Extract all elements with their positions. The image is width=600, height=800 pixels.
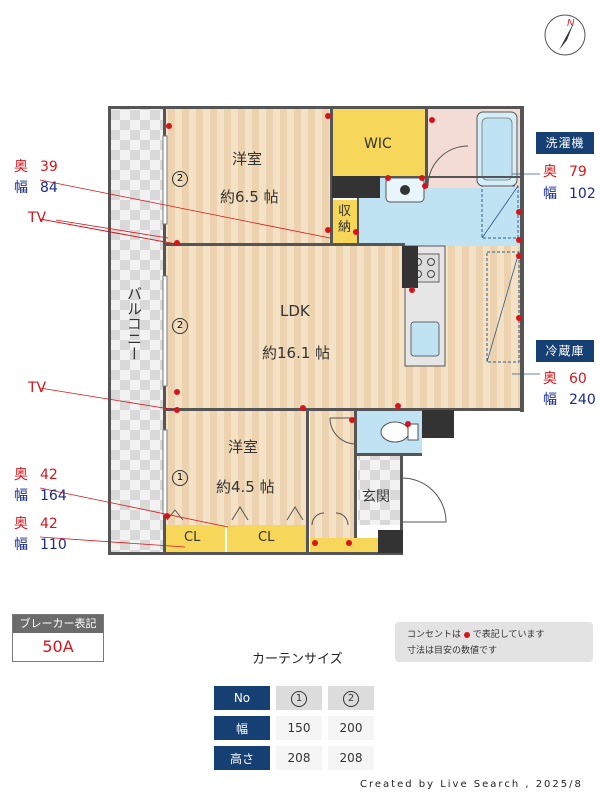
toilet xyxy=(380,421,410,443)
western-room-2-name: 洋室 xyxy=(228,438,259,456)
curtain-height-2: 208 xyxy=(328,746,374,770)
breaker-value: 50A xyxy=(42,637,74,656)
western-room-2-size: 約4.5 帖 xyxy=(216,478,275,496)
note-line1-post: で表記しています xyxy=(472,630,545,640)
window-number-2: 2 xyxy=(172,318,188,334)
closet-b-floor xyxy=(227,525,308,553)
closet-a-label: CL xyxy=(184,530,201,545)
western-room-1-size: 約6.5 帖 xyxy=(220,188,279,206)
outlet-dot-icon xyxy=(463,631,470,638)
ldk-name: LDK xyxy=(280,302,310,320)
closet-a-floor xyxy=(165,525,225,553)
curtain-width-label: 幅 xyxy=(214,716,270,740)
western-room-1-name: 洋室 xyxy=(232,150,263,168)
entrance-label: 玄関 xyxy=(362,489,390,505)
western-room-2-floor xyxy=(165,410,308,525)
curtain-width-1: 150 xyxy=(276,716,322,740)
note-line1-pre: コンセントは xyxy=(407,630,462,640)
washer-tag: 洗濯機 xyxy=(536,132,594,154)
curtain-width-2: 200 xyxy=(328,716,374,740)
tv-label-2: TV xyxy=(28,380,47,396)
fridge-tag: 冷蔵庫 xyxy=(536,340,594,362)
breaker-title: ブレーカー表記 xyxy=(13,615,103,633)
storage-floor xyxy=(332,200,358,246)
entrance-floor xyxy=(358,455,402,525)
curtain-height-label: 高さ xyxy=(214,746,270,770)
curtain-height-1: 208 xyxy=(276,746,322,770)
western-room-1-floor xyxy=(165,108,332,246)
curtain-title: カーテンサイズ xyxy=(252,652,343,667)
curtain-col-1: 1 xyxy=(291,690,307,707)
wic-label: WIC xyxy=(364,136,392,152)
outlet-note: コンセントは で表記しています 寸法は目安の数値です xyxy=(395,622,593,662)
window-number-1: 2 xyxy=(172,171,188,187)
window-number-3: 1 xyxy=(172,470,188,486)
breaker-box: ブレーカー表記 50A xyxy=(12,614,104,662)
note-line2: 寸法は目安の数値です xyxy=(407,646,498,656)
balcony xyxy=(110,108,165,553)
closet-b-label: CL xyxy=(258,530,275,545)
svg-text:N: N xyxy=(567,18,575,29)
ldk-size: 約16.1 帖 xyxy=(262,344,331,362)
curtain-table: No 1 2 幅 150 200 高さ 208 208 xyxy=(208,680,380,776)
balcony-label: バルコニー xyxy=(125,286,143,361)
credit-text: Created by Live Search , 2025/8 xyxy=(360,779,583,790)
storage-label: 収 納 xyxy=(338,204,352,235)
ldk-floor xyxy=(165,246,405,410)
shoe-closet-floor xyxy=(310,538,378,553)
tv-label-1: TV xyxy=(28,210,47,226)
compass: N xyxy=(544,14,586,56)
fridge-space xyxy=(486,251,520,363)
curtain-header-no: No xyxy=(214,686,270,710)
wic-floor xyxy=(332,108,427,176)
hallway-floor xyxy=(310,410,355,538)
curtain-col-2: 2 xyxy=(343,690,359,707)
